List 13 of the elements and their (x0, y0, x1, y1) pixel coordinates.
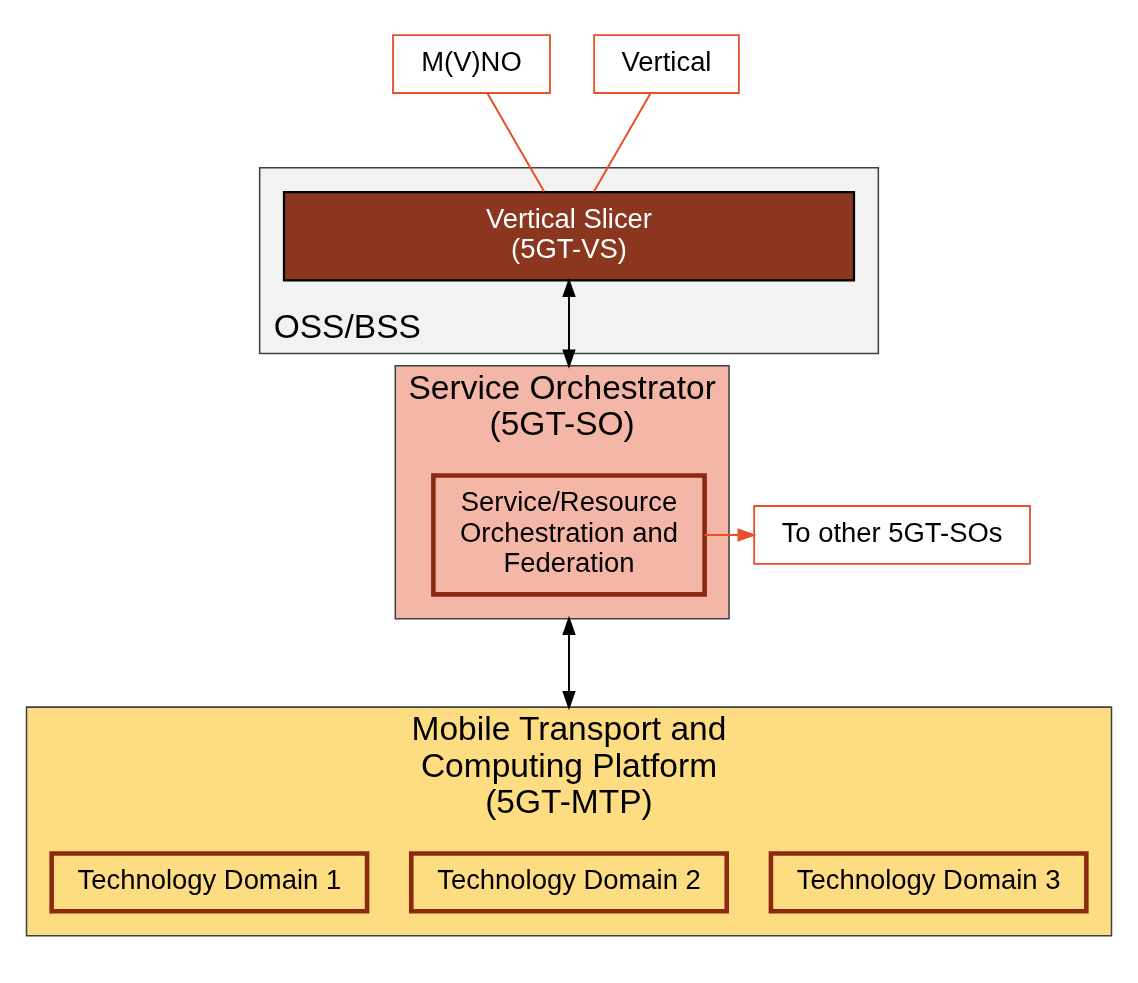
node-box: Service/Resource Orchestration and Federation (431, 473, 707, 597)
arrow (703, 528, 757, 542)
node-box: Vertical Slicer (5GT-VS) (282, 190, 856, 282)
arrow (562, 615, 576, 711)
connector (592, 92, 652, 193)
node-box: Technology Domain 1 (49, 851, 370, 914)
node-box: M(V)NO (392, 34, 551, 94)
node-box: Vertical (593, 34, 740, 94)
node-box: To other 5GT-SOs (753, 505, 1031, 565)
connector (486, 92, 546, 193)
arrow (562, 277, 576, 369)
node-box: Technology Domain 3 (768, 851, 1089, 914)
node-box: Technology Domain 2 (409, 851, 729, 914)
